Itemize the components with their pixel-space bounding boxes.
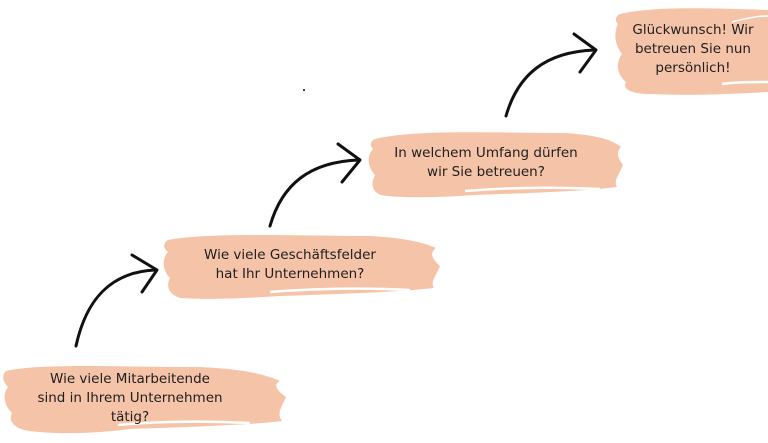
arrow-step-2-to-3 xyxy=(268,142,362,228)
step-1-line-3: tätig? xyxy=(110,408,150,425)
step-3-text: In welchem Umfang dürfen wir Sie betreue… xyxy=(381,137,591,189)
step-4-line-2: betreuen Sie nun xyxy=(634,40,751,57)
step-2-line-2: hat Ihr Unternehmen? xyxy=(215,266,365,282)
brush-stroke-background xyxy=(163,235,440,299)
step-2-line-1: Wie viele Geschäftsfelder xyxy=(204,247,376,263)
step-1: Wie viele Mitarbeitende sind in Ihrem Un… xyxy=(0,355,290,440)
step-4-line-3: persönlich! xyxy=(655,59,731,76)
step-3: In welchem Umfang dürfen wir Sie betreue… xyxy=(365,125,627,203)
step-3-line-2: wir Sie betreuen? xyxy=(427,164,545,180)
step-2-text: Wie viele Geschäftsfelder hat Ihr Untern… xyxy=(180,238,400,292)
step-3-line-1: In welchem Umfang dürfen xyxy=(394,145,578,161)
brush-stroke-background xyxy=(3,366,286,434)
arrow-step-3-to-4 xyxy=(504,32,598,118)
stray-dot xyxy=(303,89,305,91)
step-1-line-2: sind in Ihrem Unternehmen xyxy=(37,389,223,406)
step-1-line-1: Wie viele Mitarbeitende xyxy=(50,370,210,387)
step-4: Glückwunsch! Wir betreuen Sie nun persön… xyxy=(612,4,768,100)
brush-stroke-background xyxy=(368,132,623,198)
step-2: Wie viele Geschäftsfelder hat Ihr Untern… xyxy=(160,228,445,303)
step-1-text: Wie viele Mitarbeitende sind in Ihrem Un… xyxy=(20,367,240,429)
step-4-text: Glückwunsch! Wir betreuen Sie nun persön… xyxy=(618,18,768,80)
step-4-line-1: Glückwunsch! Wir xyxy=(632,21,754,38)
brush-stroke-background xyxy=(615,8,768,95)
arrow-step-1-to-2 xyxy=(74,253,159,348)
